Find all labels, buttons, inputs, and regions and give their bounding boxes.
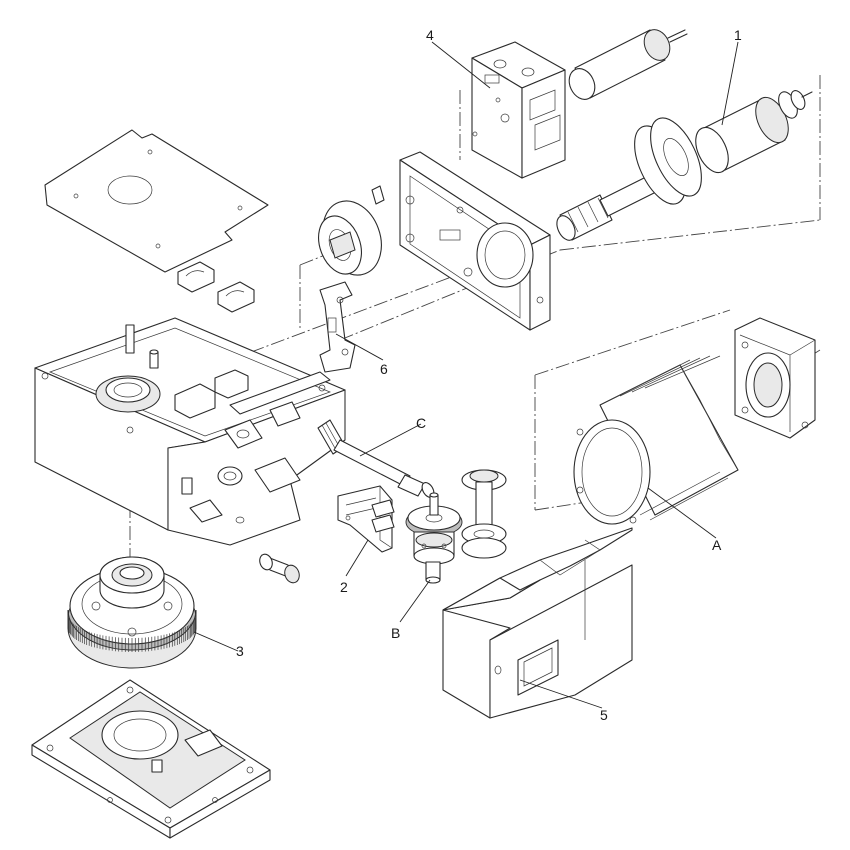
label-part-C: C — [416, 415, 426, 431]
cover-gasket — [44, 129, 269, 273]
label-part-4: 4 — [426, 27, 434, 43]
capacitor — [568, 29, 688, 100]
label-part-B: B — [391, 625, 400, 641]
motor-end-flange — [734, 317, 816, 439]
label-part-2: 2 — [340, 579, 348, 595]
base-plate — [31, 679, 271, 839]
motor-housing-part-A — [573, 355, 739, 525]
gear-shaft-part-B — [405, 492, 463, 584]
label-part-A: A — [712, 537, 722, 553]
spool-pulley — [461, 469, 507, 559]
label-part-3: 3 — [236, 643, 244, 659]
drive-shaft-part-C — [317, 419, 435, 498]
small-bushing — [259, 553, 300, 584]
motor-cover-plate — [399, 151, 551, 331]
label-part-1: 1 — [734, 27, 742, 43]
bracket-part-2 — [337, 485, 395, 553]
limit-switch-gear — [318, 185, 385, 276]
leader-lines — [193, 41, 739, 709]
terminal-block-part-4 — [471, 41, 566, 179]
main-housing — [34, 317, 346, 546]
cover-part-5 — [442, 527, 633, 719]
label-part-5: 5 — [600, 707, 608, 723]
gear-teeth — [67, 614, 197, 652]
rotor-shaft-part-1 — [556, 90, 813, 241]
switch-bracket-part-6 — [319, 281, 356, 373]
label-part-6: 6 — [380, 361, 388, 377]
cable-clips — [177, 261, 255, 313]
